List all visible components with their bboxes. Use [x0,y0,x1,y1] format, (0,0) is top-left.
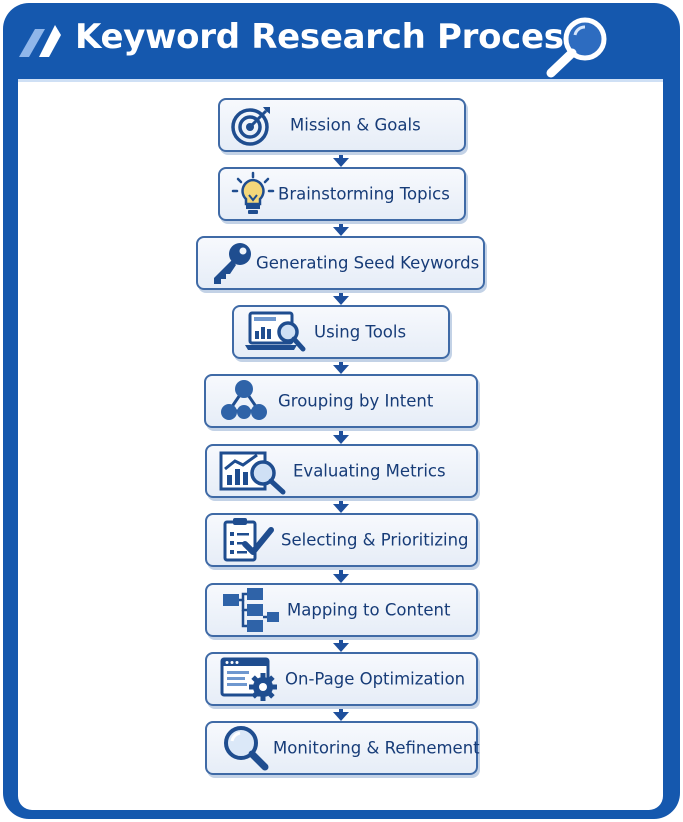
step-using-tools: Using Tools [232,305,450,359]
step-mapping-to-content: Mapping to Content [205,583,478,637]
magnifier-icon [546,17,607,78]
magnifier-icon [224,726,269,771]
step-on-page-optimization: On-Page Optimization [205,652,478,706]
step-mission-goals: Mission & Goals [218,98,466,152]
step-monitoring-refinement: Monitoring & Refinement [205,721,480,775]
step-label: On-Page Optimization [285,669,466,689]
step-label: Monitoring & Refinement [273,738,480,758]
step-grouping-by-intent: Grouping by Intent [204,374,478,428]
chart-magnifier-icon [219,451,286,495]
header: Keyword Research Process [3,3,680,78]
step-selecting-prioritizing: Selecting & Prioritizing [205,513,478,567]
step-brainstorming-topics: Brainstorming Topics [218,167,466,221]
step-label: Mapping to Content [287,600,451,620]
logo-icon [19,25,61,57]
network-nodes-icon [221,380,267,420]
step-label: Mission & Goals [290,115,421,135]
step-label: Generating Seed Keywords [256,253,480,273]
lightbulb-icon [231,171,275,214]
step-generating-seed-keywords: Generating Seed Keywords [196,236,485,290]
step-label: Grouping by Intent [278,391,434,411]
clipboard-check-icon [223,518,274,562]
flowchart-icon [223,588,279,632]
laptop-search-icon [245,311,306,352]
webpage-gear-icon [220,657,277,701]
step-label: Brainstorming Topics [278,184,450,204]
step-label: Selecting & Prioritizing [281,530,469,550]
step-label: Evaluating Metrics [293,461,446,481]
target-icon [231,107,270,146]
page-title: Keyword Research Process [75,17,584,57]
key-icon [214,243,251,284]
step-evaluating-metrics: Evaluating Metrics [205,444,478,498]
step-label: Using Tools [314,322,407,342]
